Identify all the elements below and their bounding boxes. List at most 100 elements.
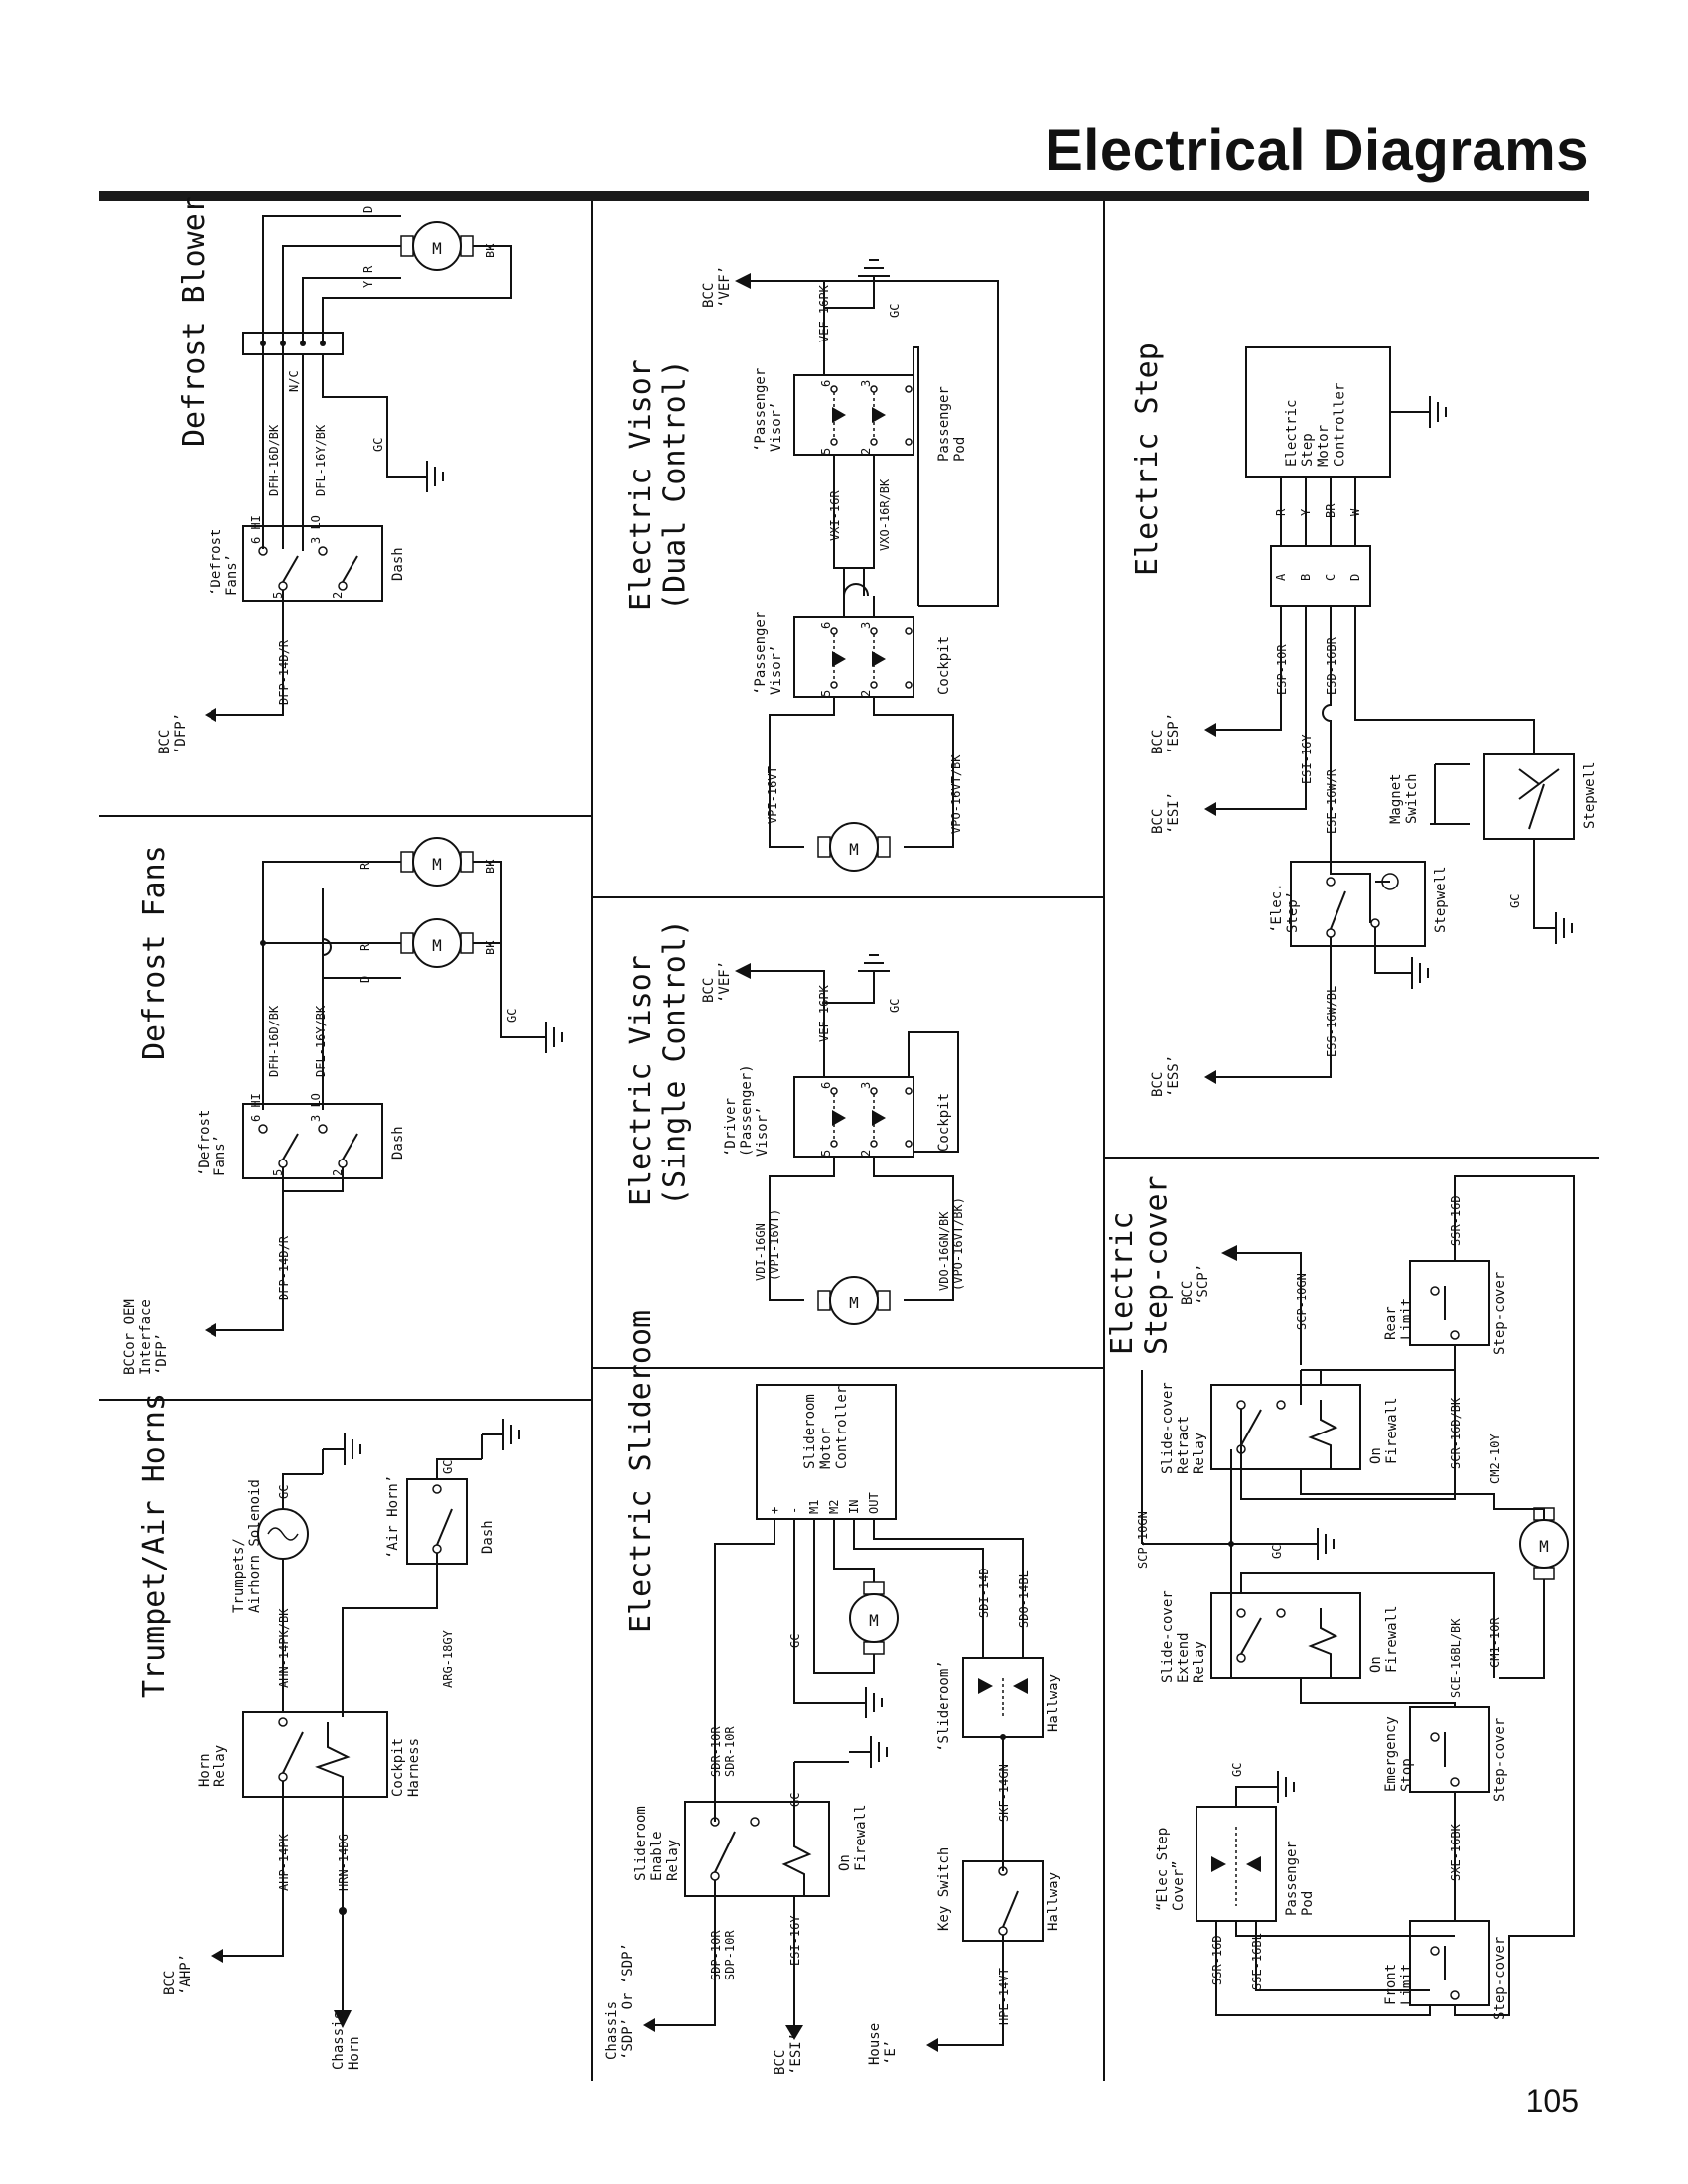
- wire-dfl-label: DFL-16Y/BK: [314, 1005, 328, 1077]
- stepwell-label-2: Stepwell: [1433, 867, 1449, 933]
- cockpit-label: Cockpit: [936, 1093, 952, 1152]
- wire-vpi-label: VPI-16VT: [766, 766, 779, 824]
- air-horn-label: ‘Air Horn’: [385, 1475, 401, 1559]
- diagram-visor-single: Electric Visor(Single Control) BCC‘VEF’ …: [624, 919, 965, 1325]
- slideroom-controller: [756, 1384, 897, 1520]
- pin-5: 5: [819, 448, 833, 455]
- bcc-vef-label: BCC‘VEF’: [701, 961, 733, 1003]
- lo-label: 3 LO: [309, 515, 323, 544]
- defrost-fans-switch: [242, 525, 383, 602]
- pin-out: OUT: [867, 1492, 881, 1514]
- elec-step-cover-label: “Elec StepCover”: [1155, 1828, 1187, 1911]
- lo-label: 3 LO: [309, 1093, 323, 1122]
- color-w: W: [1348, 508, 1362, 516]
- passenger-visor-label-2: ‘PassengerVisor’: [753, 612, 784, 695]
- wire-arg-label: ARG-18GY: [441, 1629, 455, 1688]
- defrost-blower-title: Defrost Blower: [177, 196, 211, 447]
- wire-esd-label: ESD-16BR: [1325, 636, 1338, 695]
- motor-1-label: M: [432, 855, 442, 874]
- chassis-sdp-label: Chassis‘SDP’ Or ‘SDP’: [604, 1943, 635, 2060]
- wire-scr-label: SCR-16D/BK: [1449, 1397, 1463, 1469]
- bcc-esp-label: BCC‘ESP’: [1150, 713, 1182, 754]
- dash-label: Dash: [390, 1126, 406, 1160]
- defrost-fans-title: Defrost Fans: [137, 845, 172, 1060]
- enable-relay-label: SlideroomEnableRelay: [633, 1806, 681, 1881]
- step-cover-title: ElectricStep-cover: [1105, 1175, 1175, 1355]
- wire-gc-label: GC: [888, 999, 902, 1013]
- pin-3b: 3: [859, 622, 873, 629]
- step-cover-label-2: Step-cover: [1492, 1718, 1508, 1802]
- step-color-codes: R Y BR W: [1274, 503, 1362, 518]
- wire-gc-label: GC: [888, 304, 902, 318]
- pin-a: A: [1274, 573, 1288, 581]
- retract-relay-label: Slide-coverRetractRelay: [1160, 1382, 1207, 1474]
- title-rule: [99, 191, 1589, 201]
- key-switch: [962, 1860, 1044, 1942]
- pin-3: 3: [859, 1082, 873, 1089]
- wire-sxe-label: SXE-16BK: [1449, 1823, 1463, 1881]
- step-connector-pins: A B C D: [1274, 573, 1362, 581]
- retract-relay: [1210, 1384, 1361, 1470]
- pod-label: PassengerPod: [936, 386, 968, 462]
- page-number: 105: [1525, 2083, 1579, 2118]
- pin-6: 6: [819, 380, 833, 387]
- bcc-ess-label: BCC‘ESS’: [1150, 1055, 1182, 1097]
- connector-block: [242, 332, 344, 355]
- color-bk-1: BK: [484, 859, 497, 874]
- hallway-label-1: Hallway: [1046, 1674, 1061, 1732]
- rear-limit-switch: [1409, 1260, 1490, 1346]
- horn-relay-label: HornRelay: [197, 1745, 228, 1787]
- bcc-vef-label: BCC‘VEF’: [701, 266, 733, 308]
- wire-ese-label: ESE-16W/R: [1325, 768, 1338, 834]
- wire-gc-2-label: GC: [788, 1793, 802, 1807]
- bcc-esi-label: BCC‘ESI’: [773, 2033, 804, 2075]
- hallway-label-2: Hallway: [1046, 1872, 1061, 1931]
- dash-label: Dash: [480, 1520, 495, 1554]
- wire-gc-1-label: GC: [788, 1634, 802, 1648]
- bcc-scp-label: BCC‘SCP’: [1180, 1264, 1211, 1305]
- visor-single-title: Electric Visor(Single Control): [624, 919, 693, 1206]
- motor-label: M: [1539, 1537, 1549, 1556]
- pin-in: IN: [847, 1500, 861, 1514]
- pin-b: B: [1299, 574, 1313, 581]
- emergency-stop-switch: [1409, 1706, 1490, 1793]
- firewall-label: OnFirewall: [837, 1805, 869, 1871]
- wire-vef-label: VEF-16PK: [817, 984, 831, 1042]
- pin-c: C: [1324, 574, 1337, 581]
- wire-ahn-label: AHN-14PK/BK: [277, 1608, 291, 1688]
- wire-sdi-label: SDI-14D: [977, 1568, 991, 1618]
- rear-limit-label: RearLimit: [1383, 1298, 1415, 1340]
- defrost-fans-switch-2: [242, 1103, 383, 1179]
- emergency-stop-label: EmergencyStop: [1383, 1716, 1415, 1792]
- pin-2b: 2: [859, 690, 873, 697]
- pin-2: 2: [859, 448, 873, 455]
- slideroom-switch-label: ‘Slideroom’: [936, 1660, 952, 1752]
- motor-label: M: [869, 1611, 879, 1630]
- switch-name: ‘DefrostFans’: [197, 1110, 228, 1176]
- color-d: D: [358, 976, 372, 983]
- wire-sse-label: SSE-16BL: [1250, 1933, 1264, 1990]
- pin-6: 6: [819, 1082, 833, 1089]
- wire-cm1-label: CM1-10R: [1488, 1617, 1502, 1668]
- extend-relay: [1210, 1592, 1361, 1679]
- wire-dfh-label: DFH-16D/BK: [267, 1005, 281, 1077]
- wire-ahp-label: AHP-14PK: [277, 1833, 291, 1891]
- color-br: BR: [1324, 503, 1337, 518]
- harness-label: CockpitHarness: [390, 1738, 422, 1797]
- wire-vef-label: VEF-16PK: [817, 284, 831, 342]
- wire-gc-2-label: GC: [1230, 1763, 1244, 1777]
- wire-vpo-label: VPO-16VT/BK: [949, 754, 963, 834]
- wire-gc-label: GC: [371, 438, 385, 452]
- wire-gc-label: GC: [1508, 894, 1522, 908]
- color-y: Y: [1299, 508, 1313, 516]
- diagram-defrost-fans: Defrost Fans M M R R D BK BK GC DFH-16D/…: [122, 837, 563, 1375]
- pin-5b: 5: [819, 690, 833, 697]
- hi-label: 6 HI: [249, 515, 263, 544]
- passenger-visor-label-1: ‘PassengerVisor’: [753, 368, 784, 452]
- stepwell-sensor: [1483, 753, 1575, 840]
- wire-dfp-label: DFP-14D/R: [277, 639, 291, 705]
- wire-dfl-label: DFL-16Y/BK: [314, 424, 328, 496]
- p5-label: 5: [271, 1169, 285, 1176]
- color-bk: BK: [484, 243, 497, 258]
- diagram-step-cover: ElectricStep-cover BCC‘SCP’ SCP-10GN SSR…: [1105, 1175, 1575, 2020]
